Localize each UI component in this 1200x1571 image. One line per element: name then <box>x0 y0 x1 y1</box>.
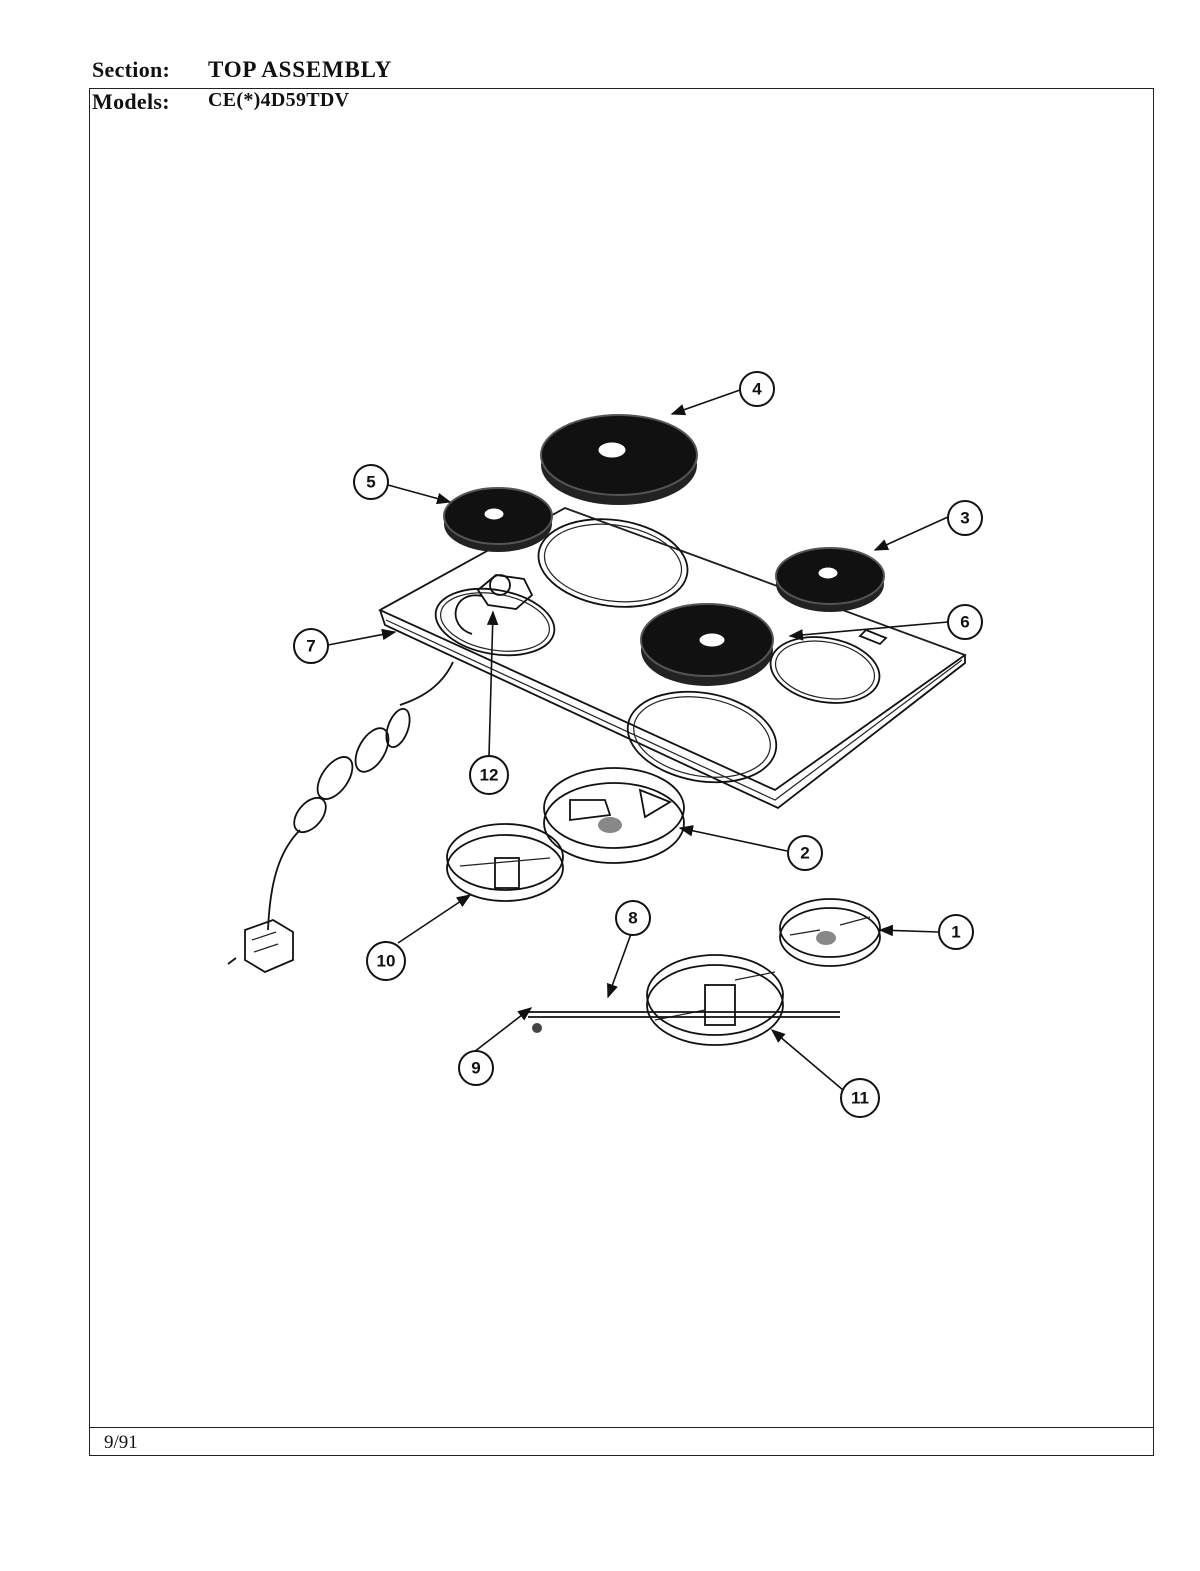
callout-label: 8 <box>628 909 637 928</box>
callout-7: 7 <box>293 628 329 664</box>
callout-label: 9 <box>471 1059 480 1078</box>
leader-lines <box>327 389 949 1091</box>
callout-label: 7 <box>306 637 315 656</box>
callout-10: 10 <box>366 941 406 981</box>
callout-label: 1 <box>951 923 960 942</box>
callout-label: 11 <box>851 1089 869 1108</box>
section-label: Section: <box>92 57 171 82</box>
callout-label: 3 <box>960 509 969 528</box>
callout-6: 6 <box>947 604 983 640</box>
section-title: TOP ASSEMBLY <box>208 57 393 82</box>
callout-5: 5 <box>353 464 389 500</box>
models-value: CE(*)4D59TDV <box>208 89 350 111</box>
callout-label: 5 <box>366 473 375 492</box>
callout-label: 4 <box>752 380 762 399</box>
diagram-frame <box>89 88 1154 1456</box>
small-element-right <box>775 547 885 612</box>
drip-pan-large-lower <box>646 954 784 1046</box>
small-element-left <box>443 487 553 552</box>
callout-label: 6 <box>960 613 969 632</box>
callout-9: 9 <box>458 1050 494 1086</box>
callout-2: 2 <box>787 835 823 871</box>
models-label: Models: <box>92 89 170 114</box>
callout-1: 1 <box>938 914 974 950</box>
drip-pan-small-left <box>446 823 564 902</box>
callout-label: 10 <box>377 952 396 971</box>
large-element-rear <box>540 414 698 505</box>
callout-label: 12 <box>480 766 499 785</box>
large-element-front <box>640 603 774 686</box>
terminal-block <box>454 574 534 635</box>
callout-3: 3 <box>947 500 983 536</box>
footer-divider <box>89 1427 1154 1428</box>
switch-and-wire <box>227 661 454 974</box>
mounting-rod <box>528 1011 840 1033</box>
drip-pan-large-upper <box>543 767 685 864</box>
footer-date: 9/91 <box>104 1432 138 1453</box>
callout-12: 12 <box>469 755 509 795</box>
callout-4: 4 <box>739 371 775 407</box>
callout-11: 11 <box>840 1078 880 1118</box>
drip-pan-small-right <box>779 898 881 967</box>
callout-8: 8 <box>615 900 651 936</box>
callout-label: 2 <box>800 844 809 863</box>
